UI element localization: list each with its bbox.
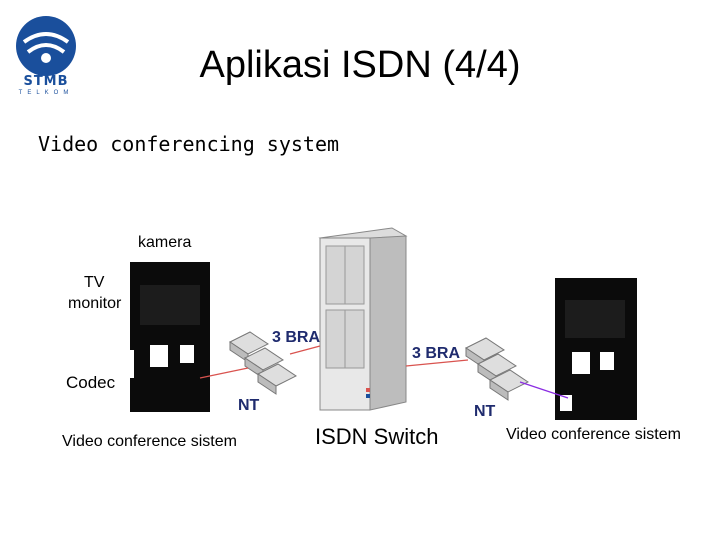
label-tv: TV [84, 274, 105, 291]
label-bra-left: 3 BRA [272, 329, 321, 346]
label-isdn-switch: ISDN Switch [315, 424, 439, 449]
stmb-logo [16, 16, 76, 76]
link-switch-to-nt-right [405, 359, 469, 367]
label-codec: Codec [66, 373, 116, 392]
nt-boxes-left [229, 331, 297, 395]
label-nt-right: NT [474, 403, 496, 420]
nt-boxes-right [465, 337, 529, 401]
logo-tagline: TELKOM [18, 90, 74, 96]
label-system-right: Video conference sistem [506, 426, 681, 443]
link-nt-right-to-unit [519, 381, 569, 399]
label-monitor: monitor [68, 295, 122, 312]
isdn-switch-cabinet [318, 227, 408, 411]
label-bra-right: 3 BRA [412, 345, 461, 362]
logo-name: STMB [23, 74, 69, 89]
slide-title: Aplikasi ISDN (4/4) [199, 44, 521, 86]
label-nt-left: NT [238, 397, 260, 414]
slide-subtitle: Video conferencing system [38, 132, 340, 156]
link-codec-to-nt-left [199, 367, 249, 379]
link-nt-left-to-switch [289, 345, 321, 355]
right-video-conference-unit [555, 278, 637, 420]
left-video-conference-unit [126, 262, 210, 412]
label-system-left: Video conference sistem [62, 433, 237, 450]
label-camera: kamera [138, 234, 192, 251]
